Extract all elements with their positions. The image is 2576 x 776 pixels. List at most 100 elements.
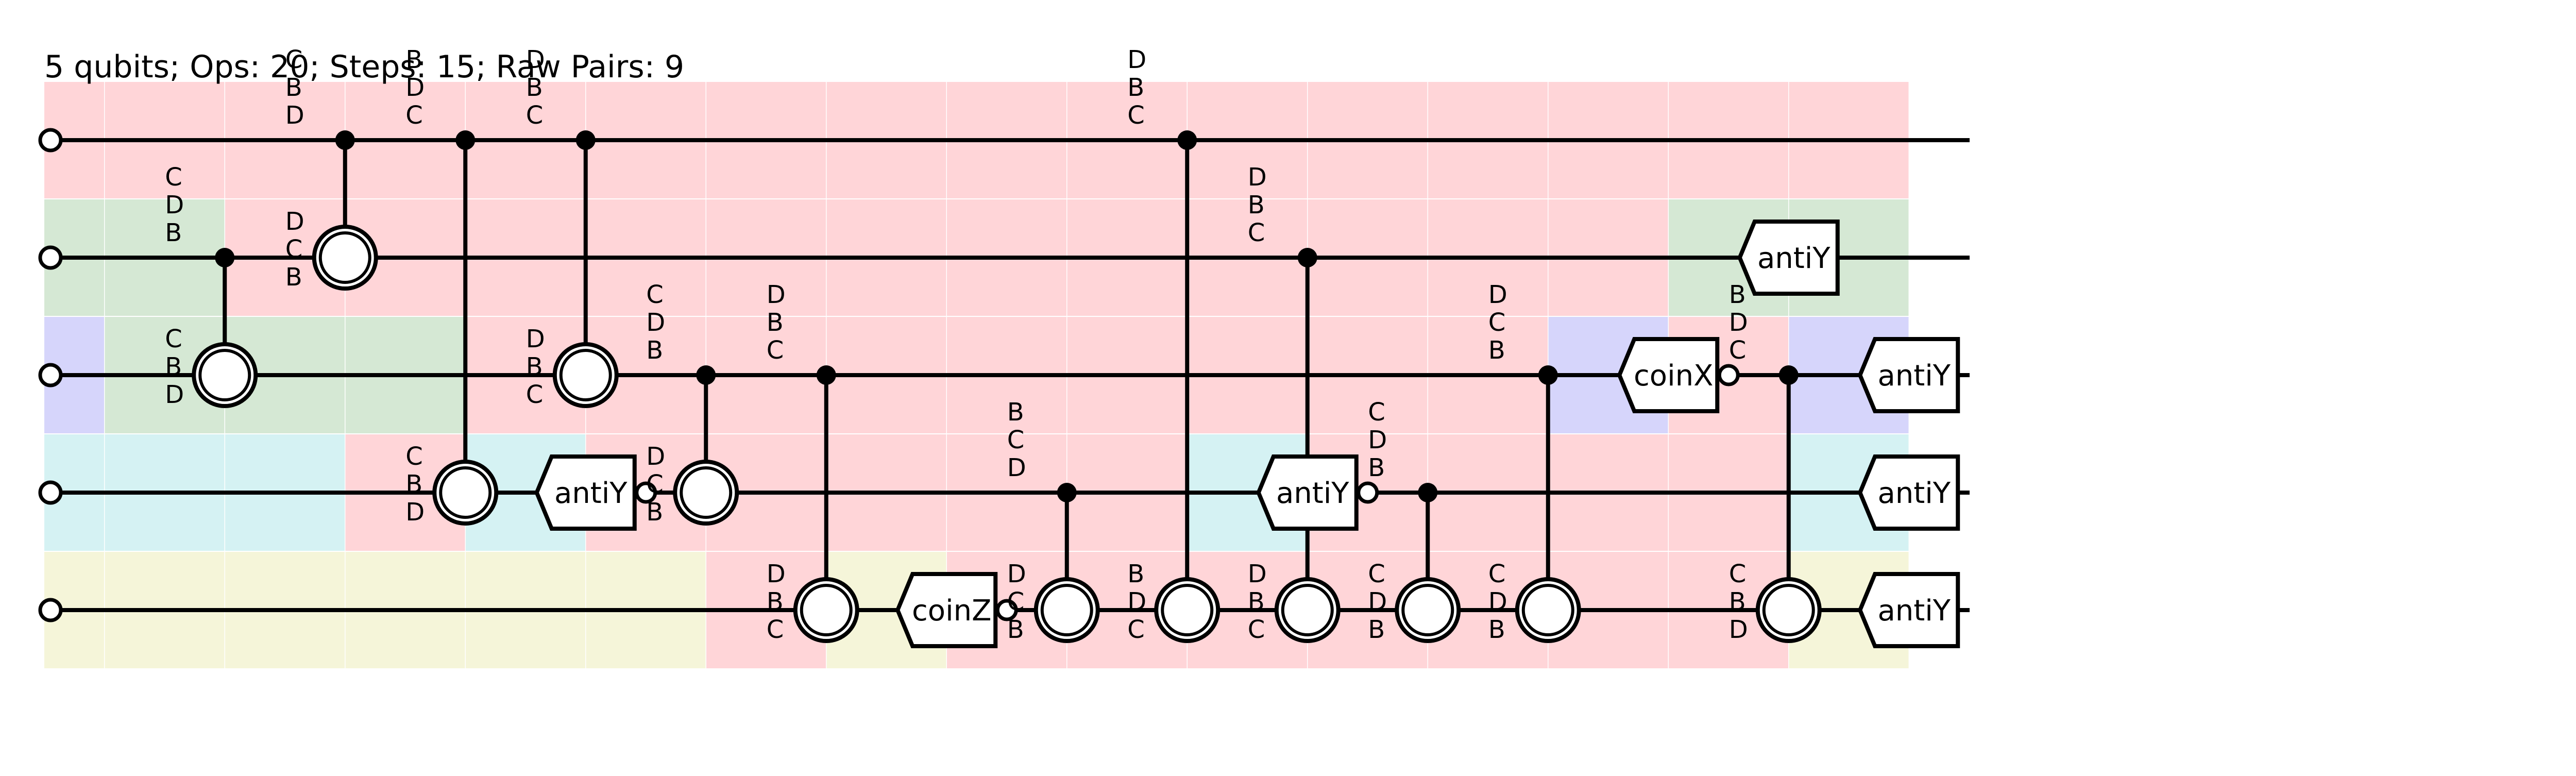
cnot-control-dot (455, 130, 476, 150)
cnot-target-label: D (1368, 587, 1387, 616)
cnot-control-label: C (646, 280, 664, 309)
cnot-control-label: C (1248, 218, 1265, 247)
cnot-target-inner (559, 349, 612, 401)
cnot-control-label: B (1127, 73, 1144, 102)
wire-input-terminal (38, 598, 63, 622)
cnot-control-label: C (1729, 336, 1747, 365)
gate-box (1737, 220, 1840, 296)
cnot-target-label: B (285, 263, 302, 292)
cnot-control-dot (816, 365, 836, 385)
cnot-control-label: B (405, 45, 422, 74)
gate-label: antiY (1276, 477, 1349, 510)
cnot-control-label: B (767, 308, 784, 337)
wire-input-terminal (38, 245, 63, 270)
cnot-control-label: B (1729, 280, 1746, 309)
cnot-target-label: C (1127, 615, 1145, 644)
gate-label: antiY (554, 477, 628, 510)
cnot-control-dot (1177, 130, 1197, 150)
header-title: 5 qubits; Ops: 20; Steps: 15; Raw Pairs:… (44, 49, 684, 85)
gate-box (1857, 454, 1960, 531)
cnot-target-label: C (1729, 560, 1747, 588)
cnot-target-inner (800, 584, 853, 636)
cnot-control-label: B (165, 218, 182, 247)
cnot-target-label: B (165, 352, 182, 381)
cnot-control-label: D (1368, 426, 1387, 454)
cnot-target-label: B (767, 587, 784, 616)
anti-control-circle (1357, 481, 1379, 504)
cnot-target-label: B (1729, 587, 1746, 616)
cnot-target-label: C (165, 325, 182, 353)
cnot-target-label: B (1007, 615, 1024, 644)
cnot-control-label: B (1368, 453, 1385, 482)
cnot-target-label: D (1729, 615, 1748, 644)
cnot-target-label: B (646, 498, 663, 527)
cnot-target-label: D (526, 325, 545, 353)
cnot-target-inner (1161, 584, 1214, 636)
cnot-target-label: D (1248, 560, 1267, 588)
cnot-control-label: D (165, 191, 184, 220)
cnot-control-label: D (285, 101, 304, 130)
cnot-target-label: D (646, 442, 665, 471)
cnot-target-inner (680, 466, 733, 519)
cnot-target-label: C (767, 615, 784, 644)
cnot-target-label: C (405, 442, 423, 471)
wire-input-terminal (38, 480, 63, 505)
gate-label: antiY (1757, 242, 1831, 275)
cnot-target-label: B (1127, 560, 1144, 588)
wire-input-terminal (38, 363, 63, 387)
gate-box (534, 454, 637, 531)
cnot-control-label: C (767, 336, 784, 365)
cnot-control-label: C (165, 163, 182, 192)
cnot-control-label: B (1488, 336, 1505, 365)
cnot-control-label: C (526, 101, 544, 130)
cnot-target-label: C (646, 470, 664, 499)
cnot-target-inner (1040, 584, 1093, 636)
gate-box (1256, 454, 1359, 531)
cnot-target-label: D (1488, 587, 1507, 616)
cnot-control-label: C (1127, 101, 1145, 130)
cnot-target-label: C (285, 235, 303, 264)
cnot-target-inner (198, 349, 251, 401)
cnot-target-label: D (767, 560, 786, 588)
cnot-control-dot (1538, 365, 1558, 385)
cnot-control-dot (1057, 483, 1077, 502)
cnot-target-label: B (1368, 615, 1385, 644)
wire-input-terminal (38, 128, 63, 153)
gate-label: coinZ (912, 594, 991, 628)
cnot-control-label: D (1007, 453, 1026, 482)
cnot-control-label: B (1248, 191, 1265, 220)
anti-control-circle (635, 481, 657, 504)
cnot-target-label: B (526, 352, 543, 381)
anti-control-circle (1717, 364, 1740, 386)
gate-label: antiY (1877, 359, 1951, 393)
cnot-control-label: D (646, 308, 665, 337)
gate-label: coinX (1634, 359, 1713, 393)
cnot-target-label: D (285, 207, 304, 236)
cnot-control-label: C (405, 101, 423, 130)
cnot-target-inner (1762, 584, 1815, 636)
cnot-control-label: B (646, 336, 663, 365)
cnot-target-label: D (1007, 560, 1026, 588)
cnot-target-inner (1521, 584, 1574, 636)
cnot-target-inner (439, 466, 492, 519)
cnot-control-label: B (285, 73, 302, 102)
cnot-target-label: D (1127, 587, 1146, 616)
cnot-target-inner (1281, 584, 1334, 636)
cnot-target-label: D (405, 498, 425, 527)
cnot-control-label: C (285, 45, 303, 74)
cnot-control-label: D (767, 280, 786, 309)
cnot-target-inner (318, 231, 371, 284)
cnot-target-label: B (1248, 587, 1265, 616)
cnot-target-label: B (405, 470, 422, 499)
cnot-target-label: B (1488, 615, 1505, 644)
anti-control-circle (995, 599, 1018, 621)
cnot-control-label: D (1127, 45, 1146, 74)
cnot-target-label: C (1368, 560, 1385, 588)
gate-box (1857, 337, 1960, 413)
cnot-control-dot (1418, 483, 1438, 502)
cnot-control-dot (1297, 248, 1317, 267)
cnot-target-label: C (1488, 560, 1506, 588)
